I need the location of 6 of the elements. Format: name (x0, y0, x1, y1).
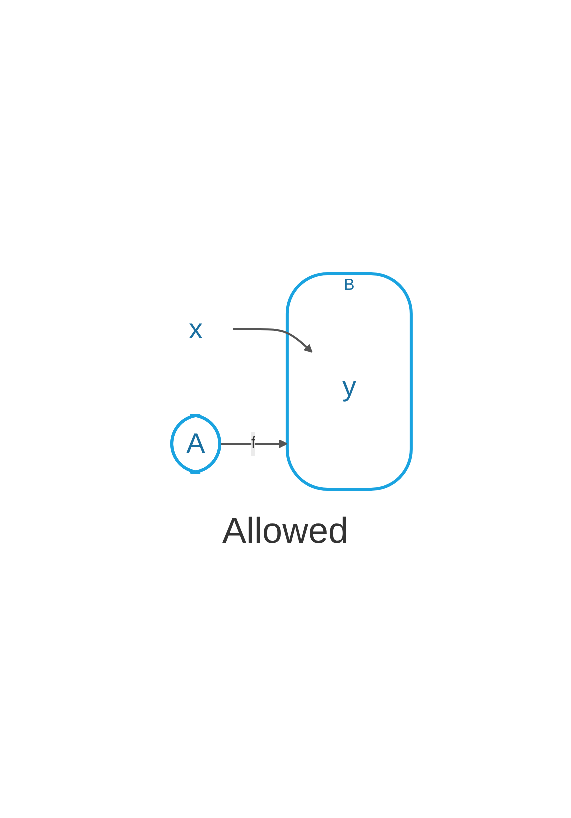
arrow (233, 328, 314, 354)
node-text: y (342, 371, 357, 402)
edge-label: f (252, 435, 256, 452)
annotation-text: Allowed (222, 510, 349, 552)
arrow (220, 440, 288, 449)
node-text: x (189, 314, 204, 345)
